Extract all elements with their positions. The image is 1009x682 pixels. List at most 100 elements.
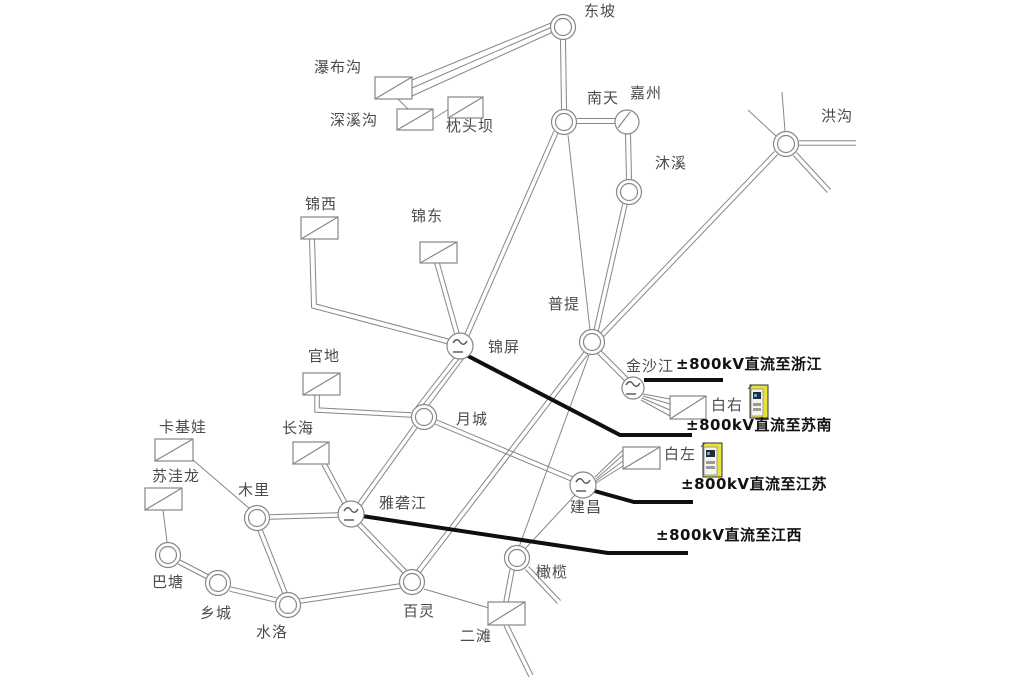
node-pubugou xyxy=(374,76,413,100)
ac-line-jindong-jinping xyxy=(438,262,460,334)
node-baizuo xyxy=(622,446,661,470)
cabinet-baizuo xyxy=(700,442,723,478)
node-xiangcheng xyxy=(204,569,232,597)
dc-jiangxi-label: ±800kV直流至江西 xyxy=(656,526,802,544)
ac-line-batang-xiangcheng xyxy=(177,563,208,580)
ac-line-guandi-yuecheng xyxy=(314,395,411,418)
label-shuiluo: 水洛 xyxy=(256,623,289,641)
node-ganlan xyxy=(503,544,531,572)
node-guandi xyxy=(302,372,341,396)
ac-line-yuecheng-yalongjiang xyxy=(360,428,418,507)
node-suwalong xyxy=(144,487,183,511)
ac-line-puti-bailing xyxy=(419,354,589,574)
ac-line-nantian-jinping xyxy=(467,132,559,339)
dc-sunan-label: ±800kV直流至苏南 xyxy=(686,416,832,434)
ac-line-changhai-yalongjiang xyxy=(325,462,348,503)
ac-line-jianchang-baizuo xyxy=(595,460,624,482)
ac-line-changhai-yalongjiang xyxy=(321,464,344,505)
node-bailing xyxy=(398,568,426,596)
ac-line-shuiluo-bailing xyxy=(300,587,401,604)
label-ertan: 二滩 xyxy=(460,627,493,645)
ac-line-jianchang-baizuo xyxy=(595,454,624,480)
ac-line-nantian-puti xyxy=(567,134,591,331)
label-pubugou: 瀑布沟 xyxy=(314,58,363,76)
label-jianchang: 建昌 xyxy=(570,498,603,516)
label-guandi: 官地 xyxy=(308,347,341,365)
ac-line-honggou-stub-northwest xyxy=(747,109,777,137)
ac-line-jianchang-baizuo xyxy=(594,449,624,478)
node-jinping xyxy=(446,332,474,360)
ac-line-ganlan-stub-southeast xyxy=(525,569,558,604)
ac-line-ganlan-stub-southeast xyxy=(528,566,561,601)
ac-line-yuecheng-yalongjiang xyxy=(356,425,414,504)
ac-line-jindong-jinping xyxy=(434,263,456,335)
ac-line-nantian-jinping xyxy=(463,130,555,337)
node-muxi xyxy=(615,178,643,206)
ac-line-ertan-stub-southeast xyxy=(507,623,534,676)
node-batang xyxy=(154,541,182,569)
node-yalongjiang xyxy=(337,500,365,528)
ac-line-pubugou-shenxigou xyxy=(397,98,409,110)
ac-line-honggou-stub-southeast xyxy=(792,155,828,193)
ac-line-jinping-yuecheng xyxy=(428,357,465,406)
ac-line-jinping-yuecheng xyxy=(421,358,460,407)
converter-cabinets xyxy=(700,384,769,478)
ac-line-muli-yalongjiang xyxy=(270,516,339,520)
label-bailing: 百灵 xyxy=(403,602,436,620)
ac-line-honggou-stub-southeast xyxy=(796,152,832,190)
label-kajiwa: 卡基娃 xyxy=(159,418,208,436)
ac-transmission-lines xyxy=(162,22,856,678)
label-yalongjiang: 雅砻江 xyxy=(379,494,428,512)
label-muxi: 沐溪 xyxy=(655,154,688,172)
ac-line-honggou-stub-north xyxy=(781,91,786,132)
ac-line-ertan-stub-southeast xyxy=(503,625,530,678)
ac-line-muli-shuiluo xyxy=(257,530,284,594)
node-shuiluo xyxy=(274,591,302,619)
ac-line-puti-jinshajiang xyxy=(600,350,629,379)
label-zhentouba: 枕头坝 xyxy=(446,117,495,135)
ac-line-jinping-yuecheng xyxy=(415,357,455,408)
node-jindong xyxy=(419,241,458,264)
label-batang: 巴塘 xyxy=(152,573,185,591)
dc-jiangsu-line xyxy=(590,488,693,504)
node-jinshajiang xyxy=(621,376,645,400)
label-jinxi: 锦西 xyxy=(305,195,338,213)
ac-line-dongpo-nantian xyxy=(565,39,567,110)
ac-line-xiangcheng-shuiluo xyxy=(230,586,277,599)
cabinet-baiyou xyxy=(747,384,769,419)
label-jiazhou: 嘉州 xyxy=(630,84,663,102)
ac-line-batang-xiangcheng xyxy=(179,559,210,576)
ac-line-muli-shuiluo xyxy=(261,529,288,593)
ac-line-puti-ganlan xyxy=(518,354,590,548)
dc-jiangxi-line xyxy=(361,514,688,555)
node-honggou xyxy=(772,130,800,158)
ac-line-pubugou-dongpo xyxy=(411,31,554,97)
label-baizuo: 白左 xyxy=(664,445,697,463)
ac-line-jinxi-jinping xyxy=(314,238,451,341)
ac-line-jianchang-baizuo xyxy=(595,465,624,484)
ac-line-pubugou-dongpo xyxy=(411,26,553,89)
ac-line-shuiluo-bailing xyxy=(299,583,400,600)
label-yuecheng: 月城 xyxy=(456,410,489,428)
ac-line-suwalong-batang xyxy=(162,509,168,543)
ac-line-jinxi-jinping xyxy=(309,239,450,345)
ac-line-yuecheng-jianchang xyxy=(434,423,572,482)
ac-line-bailing-ertan xyxy=(423,588,490,609)
label-nantian: 南天 xyxy=(587,89,620,107)
node-jinxi xyxy=(300,216,339,240)
label-suwalong: 苏洼龙 xyxy=(152,467,201,485)
label-ganlan: 橄榄 xyxy=(536,563,569,581)
ac-line-yuecheng-jianchang xyxy=(436,419,574,478)
ac-line-muxi-puti xyxy=(597,204,628,332)
network-nodes xyxy=(144,13,800,626)
ac-line-muxi-puti xyxy=(593,203,624,331)
node-shenxigou xyxy=(396,108,434,131)
node-jianchang xyxy=(569,471,597,499)
node-muli xyxy=(243,504,271,532)
ac-line-yalongjiang-bailing xyxy=(360,522,407,571)
ac-line-guandi-yuecheng xyxy=(318,395,412,414)
ac-line-yalongjiang-bailing xyxy=(357,525,404,574)
node-jiazhou xyxy=(614,109,640,135)
